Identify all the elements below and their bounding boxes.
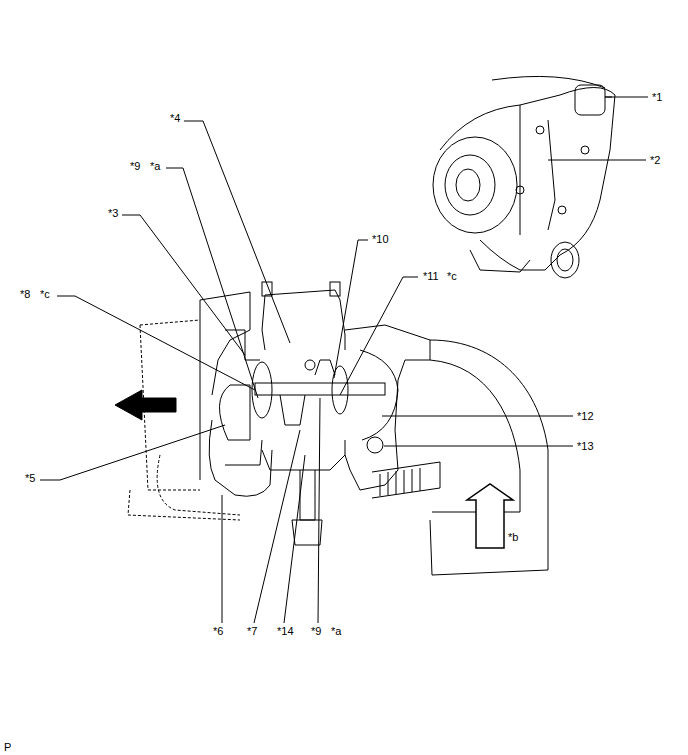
callout-label: *12 — [577, 410, 594, 422]
callout-label: *10 — [372, 233, 389, 245]
callout-label: *13 — [577, 440, 594, 452]
callout-label: P — [4, 741, 11, 753]
callout-label: *7 — [247, 625, 257, 637]
callout-label: *a — [150, 160, 160, 172]
callout-label: *1 — [652, 91, 662, 103]
callout-label: *4 — [170, 112, 180, 124]
callout-label: *2 — [650, 154, 660, 166]
callout-label: *5 — [25, 472, 35, 484]
callout-label: *3 — [108, 207, 118, 219]
callout-label: *9 — [311, 625, 321, 637]
callout-label: *11 — [423, 270, 439, 282]
callout-label: *8 — [20, 288, 30, 300]
callout-label: *14 — [277, 625, 294, 637]
callout-label: *b — [508, 531, 518, 543]
callout-label: *9 — [130, 160, 140, 172]
callout-label: *6 — [213, 625, 223, 637]
leader-lines — [40, 97, 648, 623]
callout-label: *c — [447, 270, 457, 282]
inset-view — [433, 76, 615, 278]
callout-label: *a — [331, 625, 341, 637]
callout-label: *c — [40, 288, 50, 300]
